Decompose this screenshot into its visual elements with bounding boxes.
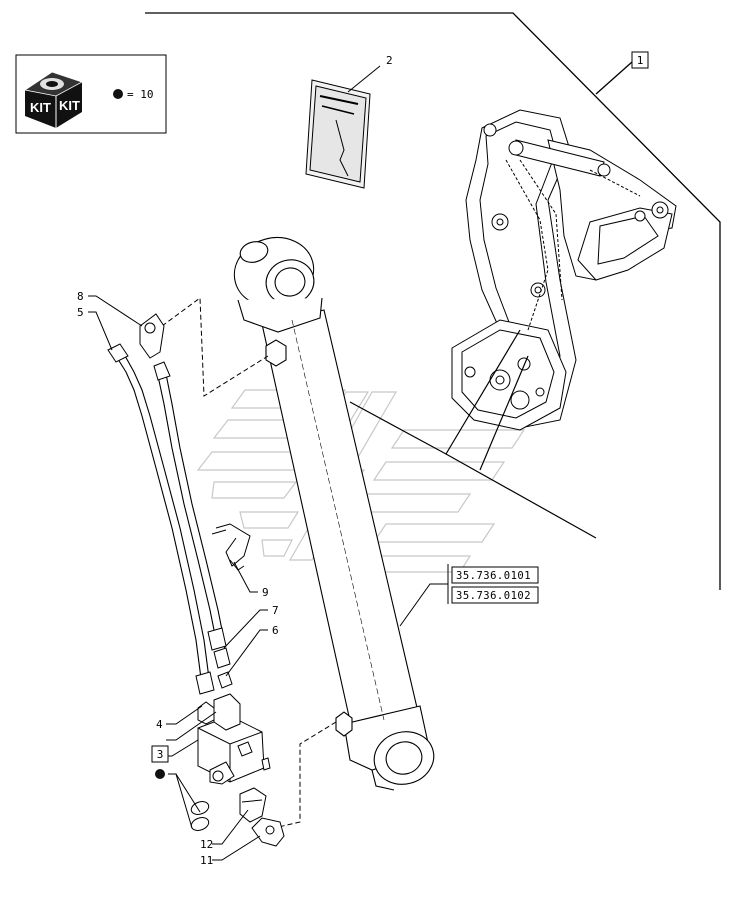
leader-lines xyxy=(349,329,597,539)
hydraulic-hoses xyxy=(115,353,225,687)
callout-1-box xyxy=(631,51,649,69)
callout-3: 3 xyxy=(157,748,164,761)
kit-box-icon: KIT KIT xyxy=(23,71,84,128)
hydraulic-cylinder xyxy=(233,237,435,791)
valve-block-assembly xyxy=(197,671,285,847)
kit-equals-label: = 10 xyxy=(127,88,154,101)
callout-2: 2 xyxy=(386,54,393,67)
kit-text-left: KIT xyxy=(30,100,51,115)
decal-sheet xyxy=(305,65,381,189)
cable-tie-9 xyxy=(211,523,251,571)
kit-text-right: KIT xyxy=(59,98,80,113)
elbow-fitting-8 xyxy=(139,313,165,359)
ref-a-label: 35.736.0101 xyxy=(456,570,531,582)
callout-4: 4 xyxy=(156,718,163,731)
kit-dot-icon xyxy=(113,89,123,99)
callout-1-frame xyxy=(145,12,721,590)
o-rings xyxy=(190,801,210,831)
callout-8: 8 xyxy=(77,290,84,303)
ref-box-a xyxy=(451,566,539,584)
dashed-connections xyxy=(161,297,337,829)
callout-1: 1 xyxy=(637,54,644,67)
callout-6: 6 xyxy=(272,624,279,637)
kit-dot-marker xyxy=(155,769,165,779)
callout-3-box xyxy=(151,745,169,763)
callout-12: 12 xyxy=(200,838,213,851)
backhoe-arm-assembly xyxy=(451,109,677,431)
ref-b-label: 35.736.0102 xyxy=(456,590,531,602)
hose-fittings xyxy=(107,343,231,695)
reference-boxes: 35.736.0101 35.736.0102 xyxy=(399,564,539,627)
ref-box-b xyxy=(451,586,539,604)
callout-leaders xyxy=(88,295,268,861)
callout-5: 5 xyxy=(77,306,84,319)
callout-11: 11 xyxy=(200,854,213,867)
callout-9: 9 xyxy=(262,586,269,599)
callout-7: 7 xyxy=(272,604,279,617)
kit-legend: KIT KIT = 10 xyxy=(15,54,167,134)
